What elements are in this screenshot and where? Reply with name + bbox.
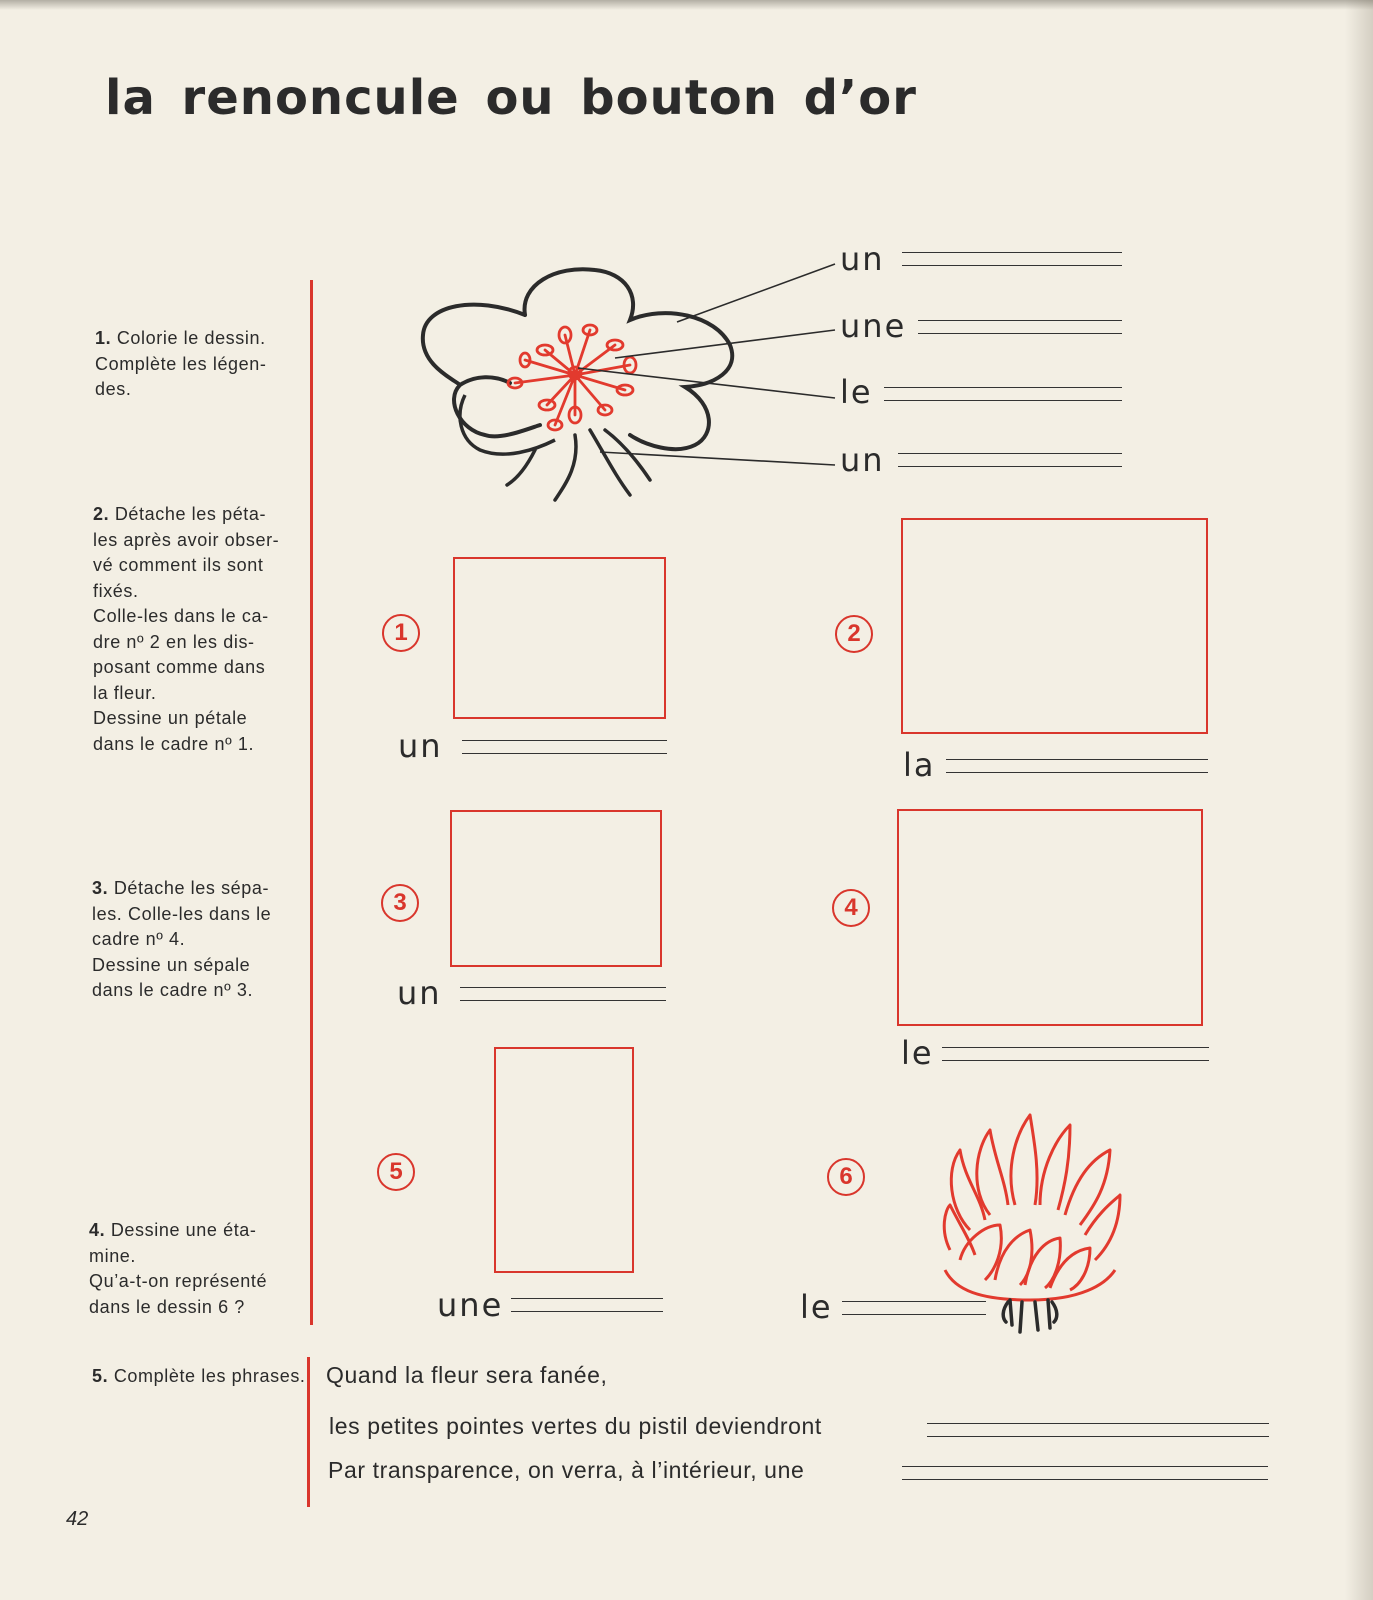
answer-line[interactable]	[884, 387, 1122, 401]
instruction-line: dans le dessin 6 ?	[89, 1296, 245, 1317]
answer-line[interactable]	[842, 1301, 986, 1315]
frame-1-article: un	[398, 727, 443, 765]
instruction-line: Détache les sépa-	[113, 878, 270, 898]
buttercup-flower-illustration	[420, 267, 735, 502]
answer-line[interactable]	[902, 1466, 1268, 1480]
answer-line[interactable]	[946, 759, 1208, 773]
frame-4-article: le	[901, 1034, 934, 1072]
diagram-label-1: un	[840, 240, 885, 278]
instruction-number: 3.	[92, 878, 109, 898]
answer-line[interactable]	[927, 1423, 1269, 1437]
instruction-line: mine.	[89, 1245, 137, 1266]
sentence-3: Par transparence, on verra, à l’intérieu…	[328, 1457, 805, 1483]
instruction-line: Colorie le dessin.	[116, 328, 266, 348]
answer-line[interactable]	[942, 1047, 1209, 1061]
instruction-line: des.	[95, 379, 132, 399]
instruction-line: les. Colle-les dans le	[92, 903, 272, 924]
instruction-number: 2.	[93, 504, 110, 524]
drawing-frame-3[interactable]	[450, 810, 662, 967]
page-top-shadow	[0, 0, 1373, 10]
diagram-label-4: un	[840, 441, 885, 479]
frame-number-1: 1	[382, 614, 420, 652]
instruction-line: cadre nº 4.	[92, 929, 186, 949]
frame-number-4: 4	[832, 889, 870, 927]
answer-line[interactable]	[898, 453, 1122, 467]
instruction-line: les après avoir obser-	[93, 529, 280, 550]
answer-line[interactable]	[902, 252, 1122, 266]
drawing-frame-2[interactable]	[901, 518, 1208, 734]
instruction-line: Dessine une éta-	[110, 1220, 257, 1240]
instruction-number: 1.	[95, 328, 112, 348]
instruction-3: 3. Détache les sépa- les. Colle-les dans…	[92, 876, 306, 1004]
sentence-1: Quand la fleur sera fanée,	[326, 1362, 608, 1388]
instruction-line: Qu’a-t-on représenté	[89, 1271, 268, 1291]
instruction-line: Colle-les dans le ca-	[93, 606, 269, 626]
answer-line[interactable]	[460, 987, 666, 1001]
frame-number-2: 2	[835, 615, 873, 653]
page-title: la renoncule ou bouton d’or	[105, 70, 917, 126]
instruction-line: dans le cadre nº 3.	[92, 980, 254, 1000]
instruction-number: 4.	[89, 1220, 106, 1240]
instruction-2: 2. Détache les péta- les après avoir obs…	[93, 502, 307, 757]
diagram-label-3: le	[840, 373, 873, 411]
instruction-line: Complète les phrases.	[113, 1366, 306, 1386]
answer-line[interactable]	[462, 740, 667, 754]
instruction-line: posant comme dans	[93, 657, 266, 677]
page-spine-shadow	[1345, 0, 1373, 1600]
drawing-frame-4[interactable]	[897, 809, 1203, 1026]
instruction-line: dre nº 2 en les dis-	[93, 631, 255, 652]
frame-2-article: la	[903, 746, 936, 784]
instruction-line: la fleur.	[93, 682, 157, 703]
margin-rule	[310, 280, 313, 1325]
instruction-line: dans le cadre nº 1.	[93, 733, 255, 754]
page-number: 42	[66, 1508, 89, 1530]
frame-6-article: le	[800, 1288, 833, 1326]
answer-line[interactable]	[511, 1298, 663, 1312]
frame-5-article: une	[437, 1286, 504, 1324]
instruction-number: 5.	[92, 1366, 109, 1386]
instruction-4: 4. Dessine une éta- mine. Qu’a-t-on repr…	[89, 1218, 303, 1320]
answer-line[interactable]	[918, 320, 1122, 334]
instruction-1: 1. Colorie le dessin. Complète les légen…	[95, 326, 307, 403]
instruction-line: Complète les légen-	[95, 353, 267, 374]
drawing-frame-1[interactable]	[453, 557, 666, 719]
sentence-rule	[307, 1357, 310, 1507]
instruction-line: fixés.	[93, 580, 139, 601]
instruction-line: Détache les péta-	[114, 504, 267, 524]
drawing-frame-5[interactable]	[494, 1047, 634, 1273]
frame-3-article: un	[397, 974, 442, 1012]
frame-number-5: 5	[377, 1153, 415, 1191]
diagram-label-2: une	[840, 307, 907, 345]
frame-number-3: 3	[381, 884, 419, 922]
instruction-line: vé comment ils sont	[93, 555, 264, 575]
sentence-2: les petites pointes vertes du pistil dev…	[329, 1413, 822, 1439]
frame-number-6: 6	[827, 1158, 865, 1196]
instruction-line: Dessine un pétale	[93, 708, 248, 728]
instruction-5: 5. Complète les phrases.	[92, 1364, 392, 1390]
gynoecium-illustration	[942, 1113, 1122, 1334]
instruction-line: Dessine un sépale	[92, 954, 251, 975]
